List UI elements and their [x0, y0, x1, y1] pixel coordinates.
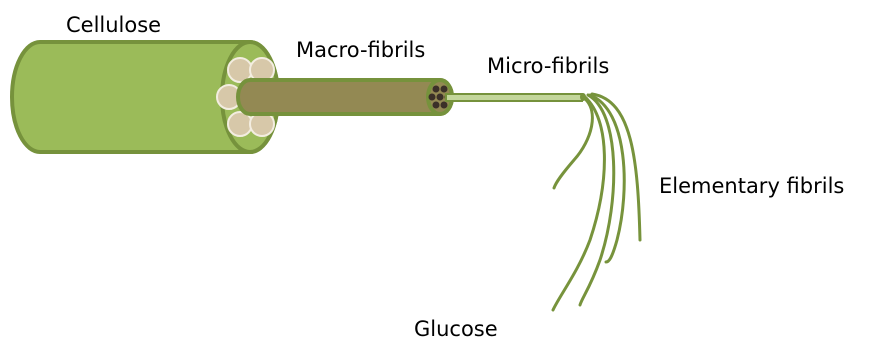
elementary-fibril-3	[580, 95, 614, 305]
label-micro-fibrils: Micro-fibrils	[487, 56, 609, 77]
label-glucose: Glucose	[414, 319, 498, 340]
label-macro-fibrils: Macro-fibrils	[296, 40, 425, 61]
micro-fibril-body	[446, 94, 582, 101]
label-cellulose: Cellulose	[66, 15, 161, 36]
macro-fibril-rod	[238, 80, 452, 114]
micro-fibril-rod	[446, 93, 586, 101]
macro-fibril-body	[238, 80, 452, 114]
elementary-fibril-2	[553, 97, 604, 310]
elementary-fibril-5	[592, 94, 640, 240]
elementary-fibrils	[553, 94, 640, 310]
label-elementary-fibrils: Elementary fibrils	[659, 176, 844, 197]
elementary-fibril-1	[554, 97, 592, 188]
